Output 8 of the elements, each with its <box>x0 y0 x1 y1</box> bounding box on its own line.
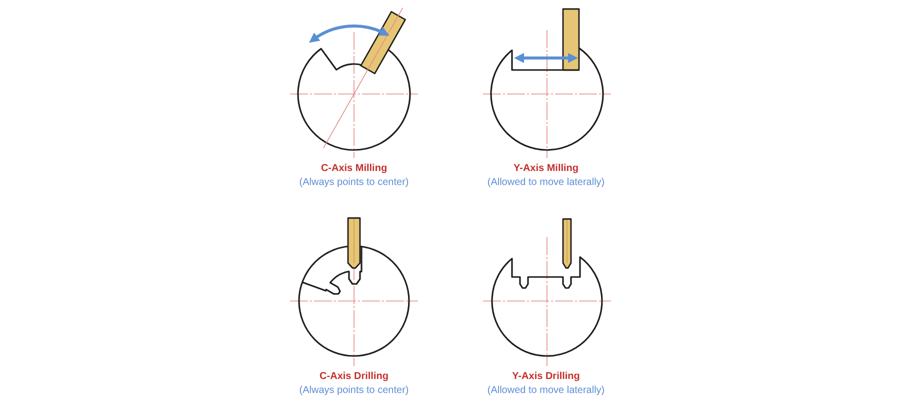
method-note: (Allowed to move laterally) <box>487 385 605 397</box>
method-note: (Always points to center) <box>299 177 409 189</box>
method-note: (Always points to center) <box>299 385 409 397</box>
method-title: Y-Axis Drilling <box>512 371 580 383</box>
method-title: C-Axis Milling <box>320 163 388 175</box>
method-title: C-Axis Drilling <box>320 371 388 383</box>
method-title: Y-Axis Milling <box>514 163 578 175</box>
method-note: (Allowed to move laterally) <box>487 177 605 189</box>
